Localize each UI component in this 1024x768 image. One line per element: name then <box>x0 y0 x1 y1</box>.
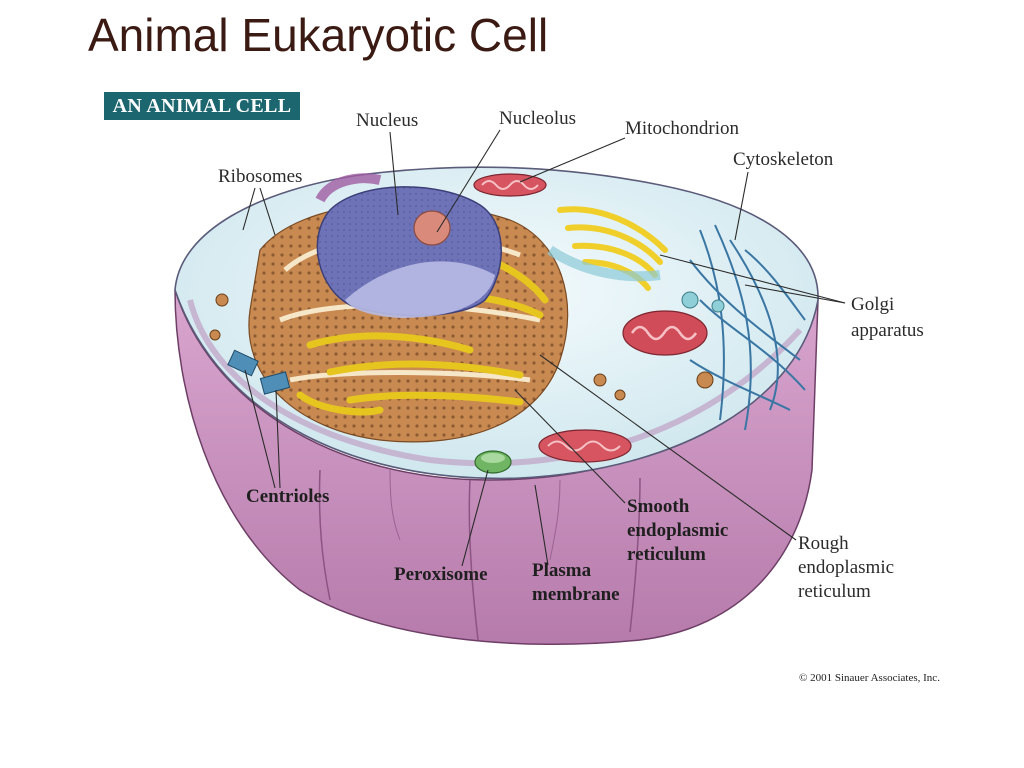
slide-title: Animal Eukaryotic Cell <box>88 9 549 61</box>
label-rough-line2: endoplasmic <box>798 557 894 578</box>
label-smooth-line2: endoplasmic <box>627 520 728 541</box>
label-rough-line3: reticulum <box>798 581 871 602</box>
plasma-membrane-shape <box>174 289 819 646</box>
copyright-notice: © 2001 Sinauer Associates, Inc. <box>799 672 940 684</box>
vesicles-shape <box>209 291 725 401</box>
leader-lines <box>242 129 846 567</box>
label-nucleolus: Nucleolus <box>499 108 576 129</box>
nucleolus-shape <box>413 210 451 246</box>
mitochondrion-shape <box>473 173 547 197</box>
mitochondrion-3-shape <box>538 429 632 463</box>
label-golgi-line1: Golgi <box>851 294 894 315</box>
figure-badge: AN ANIMAL CELL <box>104 92 300 120</box>
label-rough-line1: Rough <box>798 533 849 554</box>
label-peroxisome: Peroxisome <box>394 564 488 585</box>
label-smooth-line3: reticulum <box>627 544 706 565</box>
cytoskeleton-shape <box>689 224 806 431</box>
peroxisome-shape <box>474 450 512 474</box>
label-cytoskeleton: Cytoskeleton <box>733 149 834 170</box>
label-plasma-line2: membrane <box>532 584 620 605</box>
label-nucleus: Nucleus <box>356 110 418 131</box>
label-ribosomes: Ribosomes <box>218 166 302 187</box>
label-smooth-line1: Smooth <box>627 496 690 517</box>
label-mitochondrion: Mitochondrion <box>625 118 739 139</box>
label-golgi-line2: apparatus <box>851 320 924 341</box>
nucleus-shape <box>315 173 502 318</box>
golgi-shape <box>557 206 668 291</box>
golgi-vesicle-zone <box>547 245 661 282</box>
label-centrioles: Centrioles <box>246 486 329 507</box>
label-plasma-line1: Plasma <box>532 560 592 581</box>
centrioles-shape <box>227 349 291 395</box>
mitochondrion-2-shape <box>622 310 708 356</box>
